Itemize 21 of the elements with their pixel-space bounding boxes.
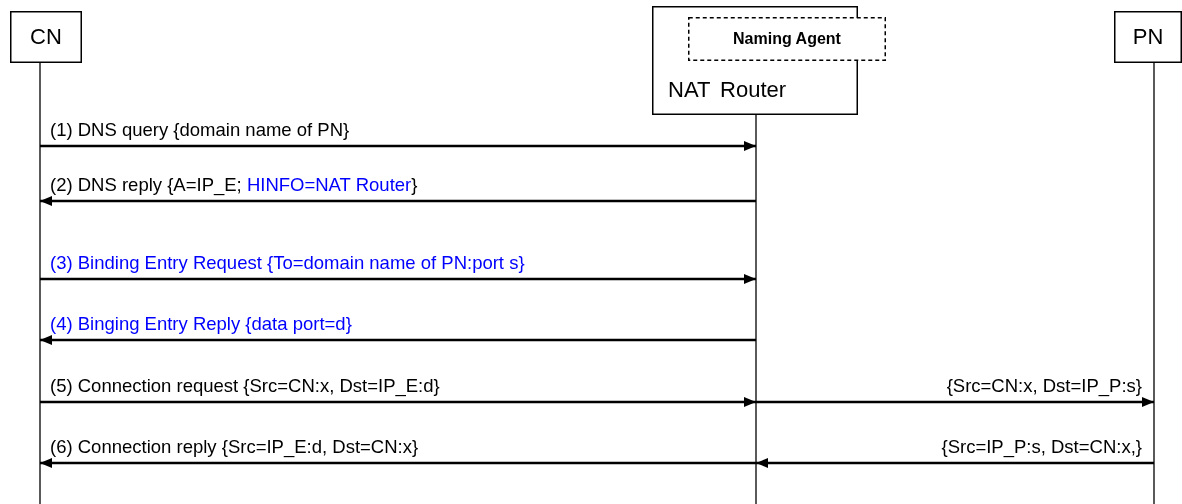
message-label: (1) DNS query {domain name of PN}	[50, 119, 350, 141]
entity-name: NAT Router	[668, 77, 787, 103]
message-label: {Src=IP_P:s, Dst=CN:x,}	[941, 436, 1142, 458]
message-arrow	[756, 397, 1154, 407]
entity-name: CN	[30, 24, 62, 50]
entity-name: PN	[1132, 24, 1164, 50]
message-arrow	[40, 397, 756, 407]
component-box	[688, 17, 886, 61]
component-name: Naming Agent	[733, 30, 841, 48]
message-arrow	[40, 274, 756, 284]
message-label: (5) Connection request {Src=CN:x, Dst=IP_E:d}	[50, 375, 440, 397]
message-label: (4) Binging Entry Reply {data port=d}	[50, 313, 352, 335]
message-label: (2) DNS reply {A=IP_E; HINFO=NAT Router}	[50, 174, 418, 196]
message-arrow	[40, 335, 756, 345]
message-arrow	[40, 196, 756, 206]
message-label: (3) Binding Entry Request {To=domain name of PN:port s}	[50, 252, 525, 274]
message-label: (6) Connection reply {Src=IP_E:d, Dst=CN:x}	[50, 436, 419, 458]
message-arrow	[40, 141, 756, 151]
message-arrow	[756, 458, 1154, 468]
message-arrow	[40, 458, 756, 468]
message-label: {Src=CN:x, Dst=IP_P:s}	[946, 375, 1142, 397]
